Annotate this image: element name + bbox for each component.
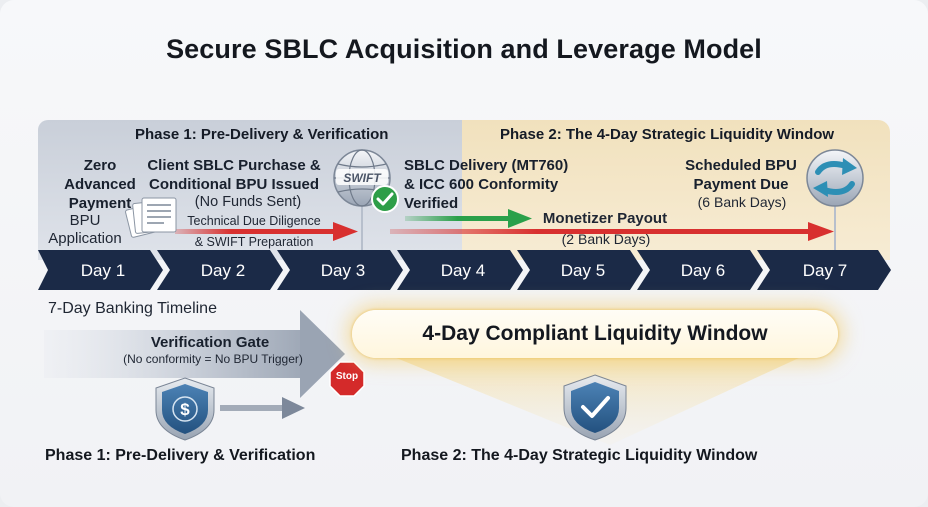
swift-prep-label: & SWIFT Preparation	[194, 235, 314, 249]
day-4-label: Day 4	[440, 261, 486, 280]
page-title: Secure SBLC Acquisition and Leverage Mod…	[166, 34, 762, 64]
payout-days-label: (2 Bank Days)	[561, 231, 651, 247]
day-3-label: Day 3	[320, 261, 366, 280]
day-6-chevron	[637, 250, 763, 290]
sblc-delivery-label: SBLC Delivery (MT760) & ICC 600 Conformi…	[404, 156, 568, 213]
zero-payment-line-1: Zero	[83, 157, 117, 174]
sblc-delivery-line-1: SBLC Delivery (MT760)	[404, 157, 569, 174]
red-arrow-early	[175, 222, 358, 241]
zero-payment-line-2: Advanced	[64, 176, 136, 193]
dollar-sign-glyph: $	[180, 400, 190, 419]
due-diligence-label: Technical Due Diligence	[187, 214, 321, 228]
client-purchase-line-1: Client SBLC Purchase &	[147, 157, 321, 174]
red-arrow-late	[390, 222, 834, 241]
bpu-due-line-2: Payment Due	[693, 176, 789, 193]
check-shield-icon	[563, 374, 627, 441]
bpu-application-line-1: BPU	[69, 212, 101, 229]
day-1-label: Day 1	[80, 261, 126, 280]
bpu-due-line-1: Scheduled BPU	[685, 157, 797, 174]
no-funds-label: (No Funds Sent)	[194, 194, 302, 210]
timeline-caption: 7-Day Banking Timeline	[48, 300, 217, 317]
check-badge-icon	[371, 185, 399, 213]
bpu-application-line-2: Application	[48, 230, 122, 247]
stop-sign-label: Stop	[335, 371, 359, 382]
day-5-chevron	[517, 250, 643, 290]
phase1-title: Phase 1: Pre-Delivery & Verification	[135, 126, 389, 143]
day-2-chevron	[157, 250, 283, 290]
green-arrow-payout	[405, 209, 532, 228]
monetizer-payout-label: Monetizer Payout	[542, 210, 668, 227]
client-purchase-line-2: Conditional BPU Issued	[148, 176, 319, 193]
day-1-chevron	[38, 250, 163, 290]
verification-gate-arrow	[44, 310, 345, 398]
day-2-label: Day 2	[200, 261, 246, 280]
day-4-chevron	[397, 250, 523, 290]
verification-gate-title: Verification Gate	[150, 334, 270, 351]
day-7-label: Day 7	[802, 261, 848, 280]
stop-sign-icon	[329, 361, 365, 397]
liquidity-window-banner: 4-Day Compliant Liquidity Window	[352, 310, 838, 358]
verification-gate-note: (No conformity = No BPU Trigger)	[123, 352, 303, 366]
zero-payment-label: Zero Advanced Payment	[52, 156, 148, 213]
sblc-delivery-line-2: & ICC 600 Conformity	[404, 176, 559, 193]
client-purchase-label: Client SBLC Purchase & Conditional BPU I…	[138, 156, 330, 194]
gate-small-arrow	[220, 397, 305, 419]
phase2-title: Phase 2: The 4-Day Strategic Liquidity W…	[500, 126, 835, 143]
bpu-application-label: BPU Application	[40, 212, 130, 248]
bottom-phase1-label: Phase 1: Pre-Delivery & Verification	[45, 447, 316, 464]
day-7-chevron	[757, 250, 891, 290]
day-3-chevron	[277, 250, 403, 290]
zero-payment-line-3: Payment	[68, 195, 132, 212]
bpu-days-label: (6 Bank Days)	[697, 194, 787, 210]
swift-logo-text: SWIFT	[343, 171, 382, 185]
day-5-label: Day 5	[560, 261, 606, 280]
document-stack-icon	[125, 197, 177, 238]
timeline-bar	[38, 250, 891, 290]
sblc-delivery-line-3: Verified	[404, 195, 459, 212]
refresh-arrows-icon	[806, 149, 864, 207]
dollar-shield-icon	[155, 377, 215, 441]
day-6-label: Day 6	[680, 261, 726, 280]
bottom-phase2-label: Phase 2: The 4-Day Strategic Liquidity W…	[401, 447, 758, 464]
bpu-due-label: Scheduled BPU Payment Due	[666, 156, 816, 194]
